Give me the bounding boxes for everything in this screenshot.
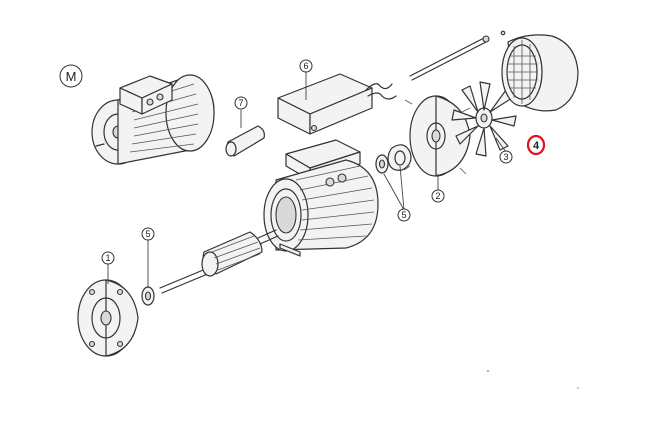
- tie-rod-illustration: [409, 30, 506, 81]
- front-flange-illustration: [77, 279, 139, 357]
- callout-part-5-front[interactable]: 5: [141, 227, 155, 241]
- svg-text:6: 6: [303, 61, 308, 71]
- svg-text:4: 4: [533, 140, 540, 152]
- bearings-illustration: [141, 144, 412, 306]
- svg-text:5: 5: [401, 210, 406, 220]
- svg-text:5: 5: [145, 229, 150, 239]
- callout-part-2[interactable]: 2: [431, 189, 445, 203]
- svg-text:1: 1: [105, 253, 110, 263]
- callout-part-7[interactable]: 7: [234, 96, 248, 110]
- leader-lines: [107, 72, 507, 288]
- callout-part-6[interactable]: 6: [299, 59, 313, 73]
- svg-text:7: 7: [238, 98, 243, 108]
- stray-dot: [487, 370, 489, 372]
- callout-part-1[interactable]: 1: [101, 251, 115, 265]
- callout-part-4-highlighted[interactable]: 4: [526, 134, 546, 156]
- callout-part-3[interactable]: 3: [499, 150, 513, 164]
- fan-cover-illustration: [501, 34, 579, 112]
- svg-text:M: M: [66, 69, 77, 84]
- callout-part-5-rear[interactable]: 5: [397, 208, 411, 222]
- rotor-illustration: [159, 229, 279, 294]
- cooling-fan-illustration: [451, 81, 517, 157]
- svg-text:3: 3: [503, 152, 508, 162]
- capacitor-illustration: [225, 125, 265, 157]
- stator-housing-illustration: [263, 139, 379, 257]
- legend-symbol: M: [59, 64, 83, 88]
- assembled-motor-illustration: [91, 74, 215, 165]
- terminal-box-illustration: [277, 73, 397, 135]
- svg-text:2: 2: [435, 191, 440, 201]
- stray-dot: [577, 387, 579, 389]
